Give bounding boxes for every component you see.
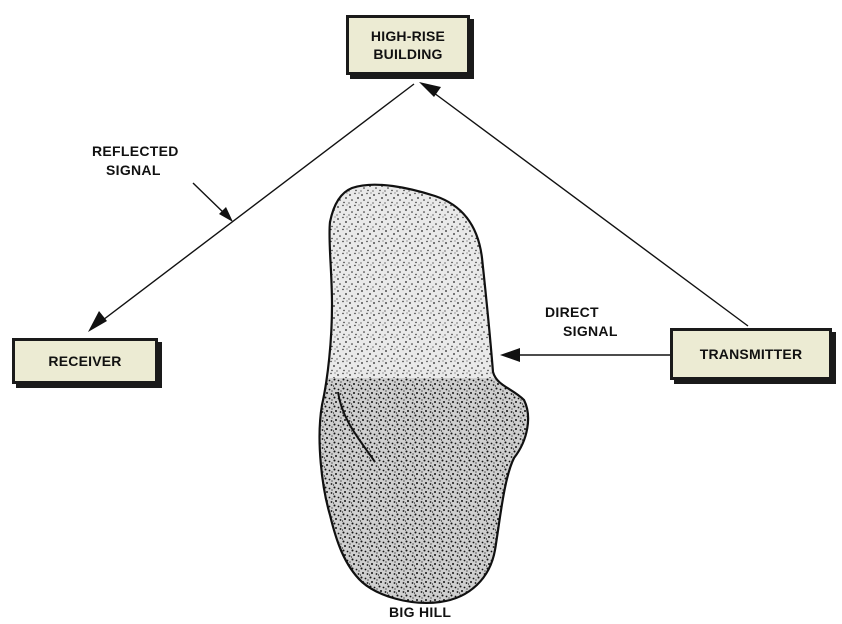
direct-label-line1: DIRECT xyxy=(545,303,618,322)
direct-label-line2: SIGNAL xyxy=(545,322,618,341)
big-hill-label: BIG HILL xyxy=(389,603,451,622)
direct-signal-label: DIRECT SIGNAL xyxy=(545,303,618,341)
big-hill-shape xyxy=(300,170,540,618)
transmitter-box: TRANSMITTER xyxy=(670,328,832,380)
reflected-pointer-arrowhead xyxy=(219,207,233,222)
high-rise-building-box: HIGH-RISE BUILDING xyxy=(346,15,470,75)
reflected-signal-label: REFLECTED SIGNAL xyxy=(92,142,179,180)
reflected-label-line2: SIGNAL xyxy=(92,161,179,180)
receiver-box: RECEIVER xyxy=(12,338,158,384)
direct-signal-arrowhead xyxy=(500,348,520,362)
receiver-arrowhead xyxy=(88,311,107,332)
reflected-label-line1: REFLECTED xyxy=(92,142,179,161)
building-arrowhead xyxy=(419,82,441,97)
reflected-signal-pointer xyxy=(193,183,226,215)
